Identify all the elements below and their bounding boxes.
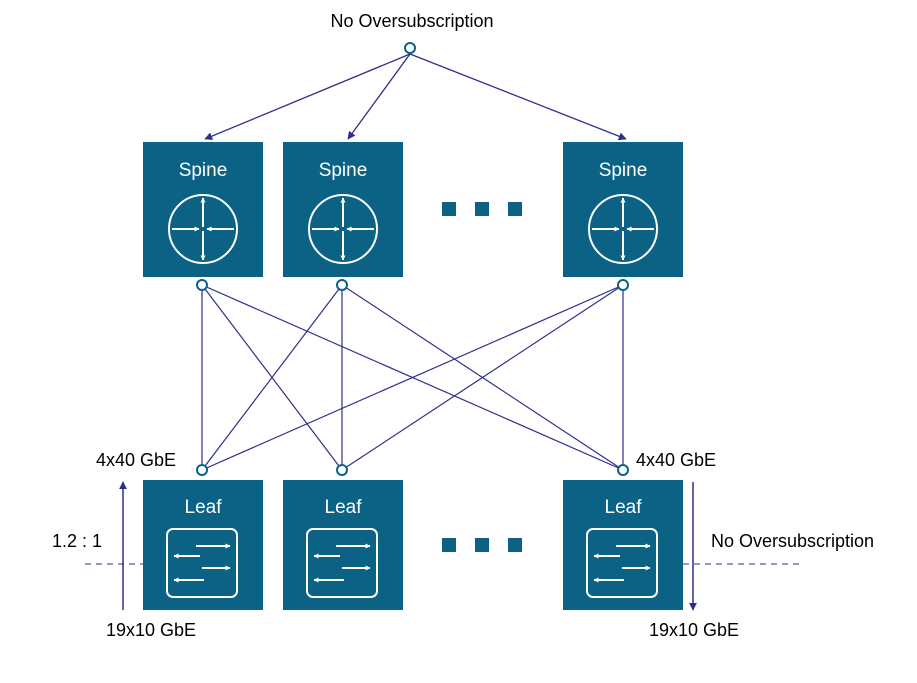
switch-icon	[166, 528, 238, 598]
ellipsis-square	[475, 538, 489, 552]
right-downlink-label: 19x10 GbE	[649, 620, 739, 640]
leaf-label: Leaf	[325, 497, 363, 518]
switch-icon	[586, 528, 658, 598]
ellipsis-square	[442, 538, 456, 552]
leaf-label: Leaf	[605, 497, 643, 518]
leaf-node-1[interactable]: Leaf	[143, 480, 263, 610]
router-icon	[308, 194, 378, 264]
leaf-port-circle	[196, 464, 208, 476]
router-icon	[168, 194, 238, 264]
spine-label: Spine	[599, 160, 648, 181]
spine-node-2[interactable]: Spine	[283, 142, 403, 277]
leaf-ports	[196, 464, 629, 476]
spine-label: Spine	[319, 160, 368, 181]
leaf-ellipsis	[442, 538, 522, 552]
switch-icon	[306, 528, 378, 598]
ellipsis-square	[475, 202, 489, 216]
leaf-node-2[interactable]: Leaf	[283, 480, 403, 610]
arrow-to-spine-3	[409, 53, 627, 141]
link-s3-l2	[341, 284, 624, 471]
spine-node-1[interactable]: Spine	[143, 142, 263, 277]
oversubscription-ratio-label: 1.2 : 1	[52, 531, 102, 551]
spine-port-circle	[196, 279, 208, 291]
top-port-circle	[404, 42, 416, 54]
arrow-to-spine-1	[204, 53, 411, 140]
spine-leaf-links	[201, 284, 624, 471]
ellipsis-square	[442, 202, 456, 216]
leaf-label: Leaf	[185, 497, 223, 518]
link-s2-l1	[201, 284, 343, 471]
spine-port-circle	[617, 279, 629, 291]
leaf-port-circle	[617, 464, 629, 476]
spine-ports	[196, 279, 629, 291]
right-uplink-label: 4x40 GbE	[636, 450, 716, 470]
router-icon	[588, 194, 658, 264]
top-oversubscription-label: No Oversubscription	[330, 11, 493, 31]
leaf-node-3[interactable]: Leaf	[563, 480, 683, 610]
spine-label: Spine	[179, 160, 228, 181]
arrow-to-spine-2	[347, 53, 411, 140]
spine-ellipsis	[442, 202, 522, 216]
spine-port-circle	[336, 279, 348, 291]
left-uplink-label: 4x40 GbE	[96, 450, 176, 470]
left-downlink-label: 19x10 GbE	[106, 620, 196, 640]
right-oversubscription-label: No Oversubscription	[711, 531, 874, 551]
ellipsis-square	[508, 202, 522, 216]
ellipsis-square	[508, 538, 522, 552]
leaf-port-circle	[336, 464, 348, 476]
link-s3-l1	[201, 284, 624, 471]
top-distribution-arrows	[204, 53, 627, 141]
spine-node-3[interactable]: Spine	[563, 142, 683, 277]
